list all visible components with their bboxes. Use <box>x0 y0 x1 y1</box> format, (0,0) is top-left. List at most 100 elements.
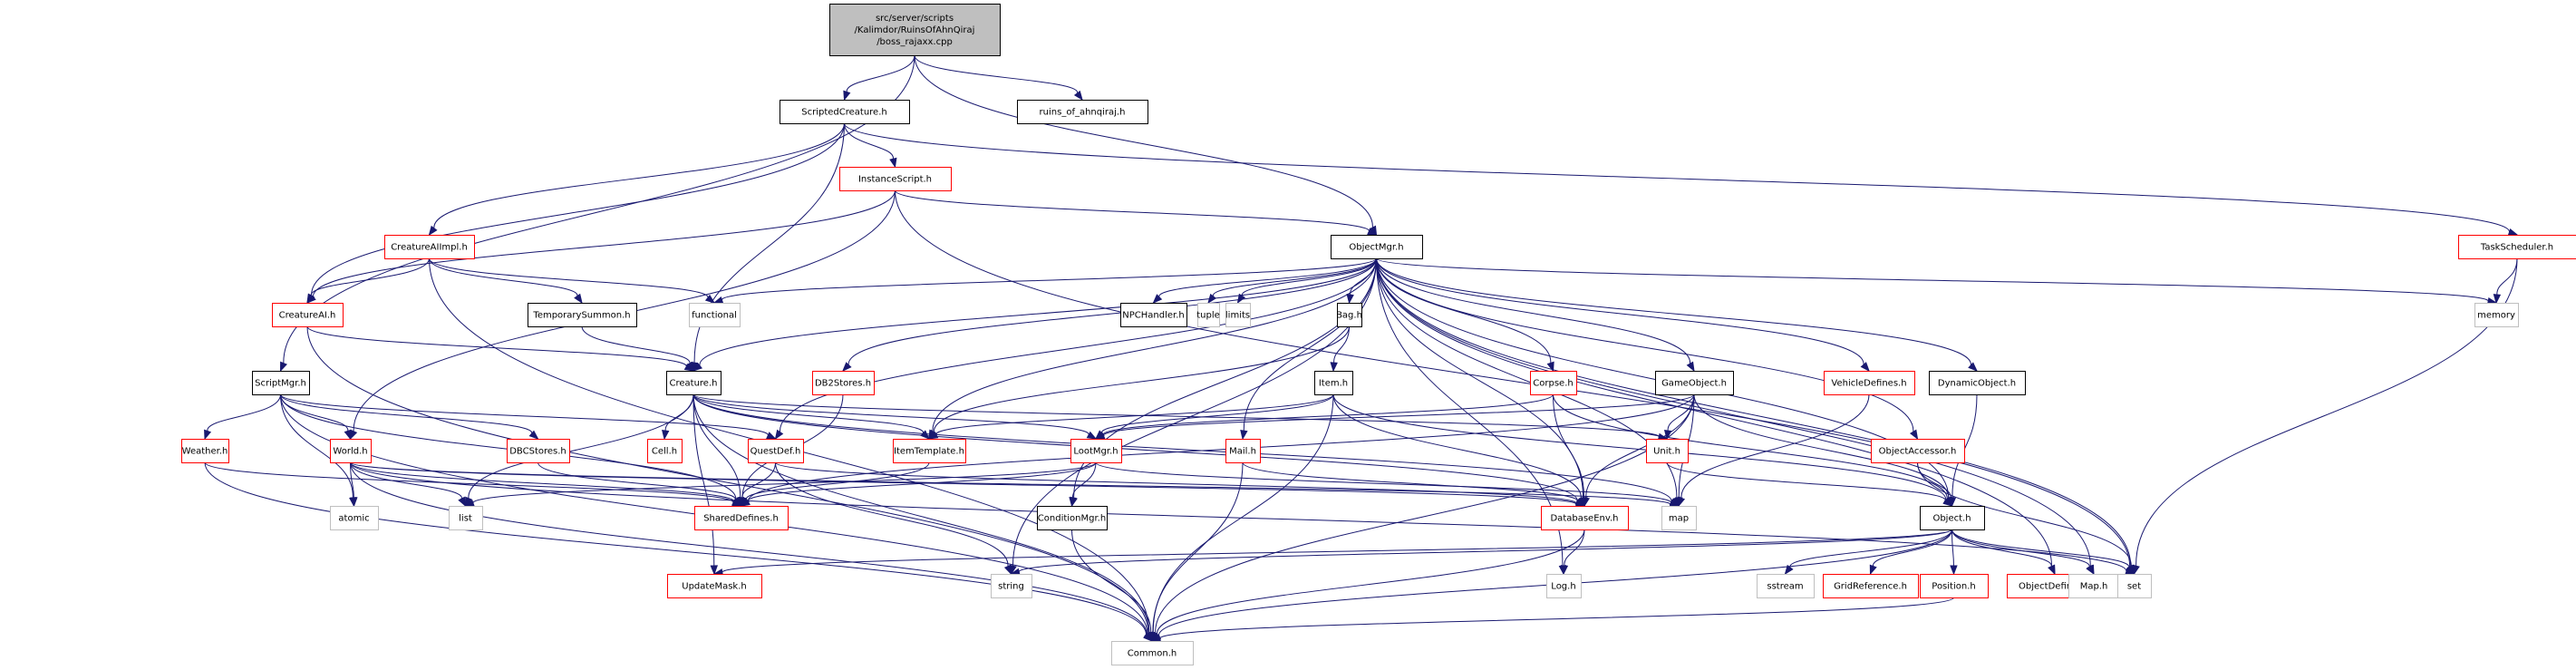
node-conditionmgr[interactable]: ConditionMgr.h <box>1037 506 1108 530</box>
node-bag[interactable]: Bag.h <box>1336 303 1362 327</box>
node-label: Weather.h <box>182 447 228 457</box>
node-gameobject[interactable]: GameObject.h <box>1655 371 1734 395</box>
edge-line <box>1789 529 1952 568</box>
node-dynamicobject[interactable]: DynamicObject.h <box>1929 371 2026 395</box>
edge-line <box>1680 393 1870 499</box>
node-updatemask[interactable]: UpdateMask.h <box>667 574 762 598</box>
node-mail[interactable]: Mail.h <box>1225 439 1261 463</box>
edge-CreatureAIImpl-to-TemporarySummon <box>429 257 583 305</box>
arrowhead-icon <box>774 429 784 441</box>
edge-line <box>350 461 735 503</box>
node-creatureai[interactable]: CreatureAI.h <box>272 303 344 327</box>
node-scriptmgr[interactable]: ScriptMgr.h <box>252 371 310 395</box>
node-weather[interactable]: Weather.h <box>181 439 229 463</box>
edge-line <box>1873 529 1952 567</box>
node-cell[interactable]: Cell.h <box>647 439 683 463</box>
node-label: ObjectAccessor.h <box>1879 447 1957 457</box>
node-label: SharedDefines.h <box>703 514 779 524</box>
node-gridreference[interactable]: GridReference.h <box>1823 574 1919 598</box>
edge-line <box>1951 529 2130 568</box>
node-limits[interactable]: limits <box>1225 303 1251 327</box>
node-memory[interactable]: memory <box>2474 303 2519 327</box>
node-box <box>1120 303 1187 327</box>
node-npchandler[interactable]: NPCHandler.h <box>1120 303 1187 327</box>
node-box <box>2458 235 2576 259</box>
node-common[interactable]: Common.h <box>1111 641 1194 665</box>
arrowhead-icon <box>1003 564 1012 576</box>
node-lootmgr[interactable]: LootMgr.h <box>1070 439 1122 463</box>
node-vehicledefines[interactable]: VehicleDefines.h <box>1824 371 1915 395</box>
node-box <box>666 371 721 395</box>
node-object[interactable]: Object.h <box>1920 506 1985 530</box>
nodes-layer: src/server/scripts/Kalimdor/RuinsOfAhnQi… <box>181 4 2576 665</box>
arrowhead-icon <box>1950 565 1958 576</box>
edge-Object-to-MapH <box>1951 529 2095 576</box>
node-list[interactable]: list <box>449 506 483 530</box>
edge-line <box>745 461 930 500</box>
node-taskscheduler[interactable]: TaskScheduler.h <box>2458 235 2576 259</box>
node-label: Unit.h <box>1653 447 1680 457</box>
node-objectmgr[interactable]: ObjectMgr.h <box>1331 235 1423 259</box>
node-instancescript[interactable]: InstanceScript.h <box>839 167 952 191</box>
edge-Creature-to-SharedDefines <box>692 393 744 508</box>
node-world[interactable]: World.h <box>330 439 372 463</box>
edge-line <box>350 461 2127 572</box>
edge-ObjectMgr-to-QuestDef <box>774 257 1377 441</box>
node-atomic[interactable]: atomic <box>330 506 379 530</box>
node-corpse[interactable]: Corpse.h <box>1530 371 1577 395</box>
node-creatureaiimpl[interactable]: CreatureAIImpl.h <box>384 235 475 259</box>
node-databaseenv[interactable]: DatabaseEnv.h <box>1541 506 1629 530</box>
edge-ObjectMgr-to-NPCHandler <box>1152 257 1377 304</box>
node-scriptedcreature[interactable]: ScriptedCreature.h <box>780 100 910 124</box>
node-temporarysummon[interactable]: TemporarySummon.h <box>528 303 637 327</box>
node-log[interactable]: Log.h <box>1546 574 1582 598</box>
edge-InstanceScript-to-ObjectMgr <box>895 189 1378 236</box>
node-ruins-of-ahnqiraj[interactable]: ruins_of_ahnqiraj.h <box>1017 100 1148 124</box>
node-box <box>330 506 379 530</box>
node-creature[interactable]: Creature.h <box>666 371 721 395</box>
node-sstream[interactable]: sstream <box>1757 574 1815 598</box>
edge-ConditionMgr-to-Common <box>1071 529 1155 643</box>
node-box <box>449 506 483 530</box>
node-shareddefines[interactable]: SharedDefines.h <box>694 506 789 530</box>
edge-World-to-DatabaseEnv <box>350 461 1586 509</box>
edge-Item-to-LootMgr <box>1094 393 1334 440</box>
edge-root-to-ScriptedCreature <box>843 54 915 102</box>
node-box <box>1111 641 1194 665</box>
node-maph[interactable]: Map.h <box>2068 574 2120 598</box>
node-unit[interactable]: Unit.h <box>1646 439 1689 463</box>
node-map[interactable]: map <box>1661 506 1697 530</box>
edge-line <box>1951 529 1954 567</box>
edge-line <box>1553 393 1585 499</box>
node-box <box>647 439 683 463</box>
edge-line <box>1376 257 1552 364</box>
node-functional[interactable]: functional <box>689 303 741 327</box>
edge-line <box>581 325 691 364</box>
node-set[interactable]: set <box>2117 574 2152 598</box>
node-label: memory <box>2477 311 2515 321</box>
edge-ObjectMgr-to-Mail <box>1240 257 1377 441</box>
arrowhead-icon <box>1574 498 1586 507</box>
node-questdef[interactable]: QuestDef.h <box>748 439 804 463</box>
edge-line <box>472 461 1097 504</box>
arrowhead-icon <box>1686 361 1695 373</box>
edge-ObjectMgr-to-DynamicObject <box>1376 257 1979 372</box>
node-tuple[interactable]: tuple <box>1196 303 1220 327</box>
node-label: Mail.h <box>1229 447 1256 457</box>
node-itemtemplate[interactable]: ItemTemplate.h <box>893 439 966 463</box>
node-box <box>1530 371 1577 395</box>
node-dbcstores[interactable]: DBCStores.h <box>507 439 570 463</box>
node-item[interactable]: Item.h <box>1314 371 1353 395</box>
node-position[interactable]: Position.h <box>1920 574 1989 598</box>
edge-ObjectMgr-to-limits <box>1236 257 1377 305</box>
edge-line <box>311 122 845 296</box>
node-box <box>181 439 229 463</box>
node-root[interactable]: src/server/scripts/Kalimdor/RuinsOfAhnQi… <box>829 4 1001 56</box>
edge-line <box>1152 393 1334 634</box>
edge-line <box>1376 257 1971 365</box>
node-string[interactable]: string <box>991 574 1032 598</box>
arrowhead-icon <box>1560 565 1569 576</box>
node-objectaccessor[interactable]: ObjectAccessor.h <box>1871 439 1965 463</box>
edge-line <box>699 257 1377 366</box>
node-db2stores[interactable]: DB2Stores.h <box>812 371 875 395</box>
